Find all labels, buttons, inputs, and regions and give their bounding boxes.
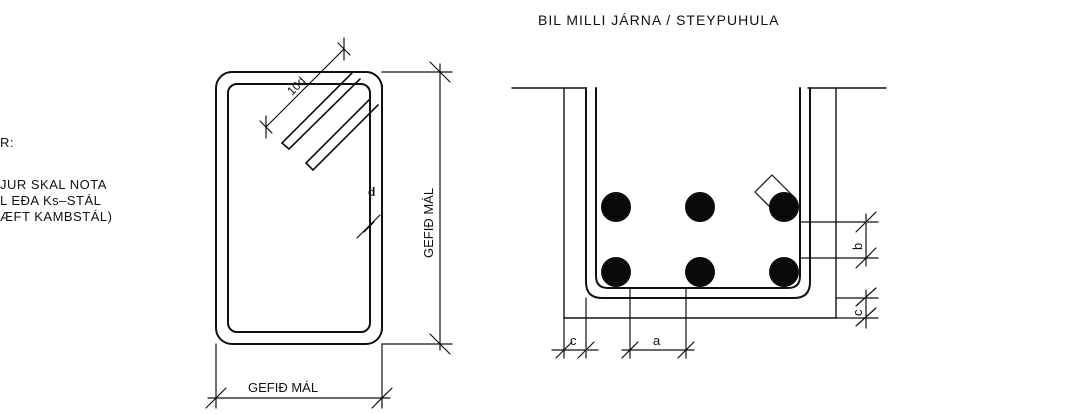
bottom-cover-dimension: [835, 287, 879, 329]
bar-spacing-dimension: [621, 287, 695, 359]
rebar-top-middle: [685, 192, 715, 222]
rebar-group: [601, 192, 799, 287]
width-label: GEFIÐ MÁL: [248, 380, 318, 395]
rebar-bottom-middle: [685, 257, 715, 287]
height-dimension: [381, 61, 453, 355]
stirrup-hook: [281, 72, 379, 171]
side-cover-label: c: [570, 333, 577, 348]
height-label: GEFIÐ MÁL: [421, 188, 436, 258]
notes-line-2: L EÐA Ks–STÁL: [0, 193, 102, 208]
section-detail: BIL MILLI JÁRNA / STEYPUHULA: [511, 12, 887, 359]
notes-line-1: JUR SKAL NOTA: [0, 177, 107, 192]
stirrup-detail: 10d d GEFIÐ MÁL GEFIÐ MÁL: [205, 37, 453, 409]
section-title: BIL MILLI JÁRNA / STEYPUHULA: [538, 12, 779, 28]
bar-diameter-dimension: [356, 214, 381, 239]
bar-spacing-label: a: [653, 333, 661, 348]
rebar-top-left: [601, 192, 631, 222]
stirrup-inner-edge: [227, 83, 371, 333]
bottom-cover-label: c: [850, 309, 865, 316]
notes-panel: R: JUR SKAL NOTA L EÐA Ks–STÁL ÆFT KAMBS…: [0, 0, 180, 414]
bar-diameter-label: d: [368, 185, 375, 199]
stirrup-inner-u: [595, 87, 801, 289]
rebar-top-right: [769, 192, 799, 222]
layer-spacing-label: b: [850, 243, 865, 250]
stirrup-outer-u: [585, 87, 811, 299]
notes-heading: R:: [0, 135, 14, 150]
hook-length-label: 10d: [284, 74, 308, 98]
notes-line-3: ÆFT KAMBSTÁL): [0, 209, 113, 224]
side-cover-dimension: [551, 297, 599, 359]
width-dimension: [205, 343, 393, 409]
hook-length-dimension: [259, 37, 351, 139]
layer-spacing-dimension: [799, 211, 879, 269]
stirrup-outer-edge: [215, 71, 383, 345]
rebar-bottom-left: [601, 257, 631, 287]
rebar-bottom-right: [769, 257, 799, 287]
concrete-outline: [563, 87, 837, 319]
